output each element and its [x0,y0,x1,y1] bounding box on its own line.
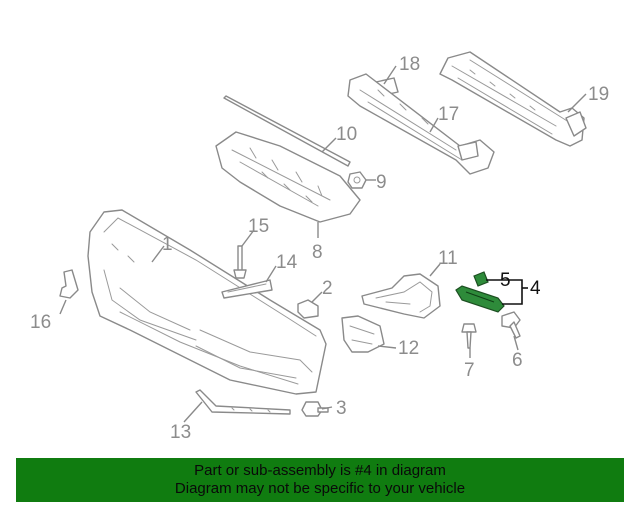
part-15-bolt[interactable] [233,245,247,279]
label-15: 15 [248,216,269,237]
label-19: 19 [588,84,609,105]
part-8-support[interactable] [215,131,361,223]
part-2-retainer[interactable] [297,299,319,319]
part-16-bracket[interactable] [59,269,79,299]
part-3-pin[interactable] [301,401,329,417]
part-11-fog-bracket[interactable] [361,273,441,319]
part-7-screw[interactable] [461,323,477,349]
label-17: 17 [438,104,459,125]
label-18: 18 [399,54,420,75]
label-13: 13 [170,422,191,443]
part-12-bracket[interactable] [341,315,385,353]
label-2: 2 [322,278,333,299]
part-6-bolt[interactable] [501,311,521,339]
label-16: 16 [30,312,51,333]
banner-line-1: Part or sub-assembly is #4 in diagram [194,462,446,479]
label-11: 11 [438,248,458,269]
label-6: 6 [512,350,523,371]
part-5-highlighted[interactable] [473,271,489,287]
disclaimer-banner: Part or sub-assembly is #4 in diagram Di… [16,458,624,502]
leader-lines-highlighted [486,279,528,305]
label-14: 14 [276,252,298,273]
label-9: 9 [376,172,387,193]
label-3: 3 [336,398,347,419]
label-1: 1 [162,234,173,255]
label-10: 10 [336,124,357,145]
label-8: 8 [312,242,323,263]
part-19-reinforcement-beam[interactable] [439,51,587,147]
part-1-bumper-cover[interactable] [87,209,327,395]
part-14-reflector[interactable] [221,279,273,299]
label-7: 7 [464,360,475,381]
parts-diagram: 18 19 17 10 9 8 1 15 14 2 11 12 16 13 3 … [30,51,609,443]
leader-lines [59,65,587,423]
part-9-nut[interactable] [347,171,367,189]
part-4-highlighted[interactable] [455,285,505,313]
part-13-lower-molding[interactable] [195,389,291,415]
label-5: 5 [500,270,511,291]
label-12: 12 [398,338,419,359]
label-4: 4 [530,278,541,299]
part-10-upper-strip[interactable] [223,95,351,167]
banner-line-2: Diagram may not be specific to your vehi… [174,480,466,497]
part-17-absorber[interactable] [347,73,495,175]
